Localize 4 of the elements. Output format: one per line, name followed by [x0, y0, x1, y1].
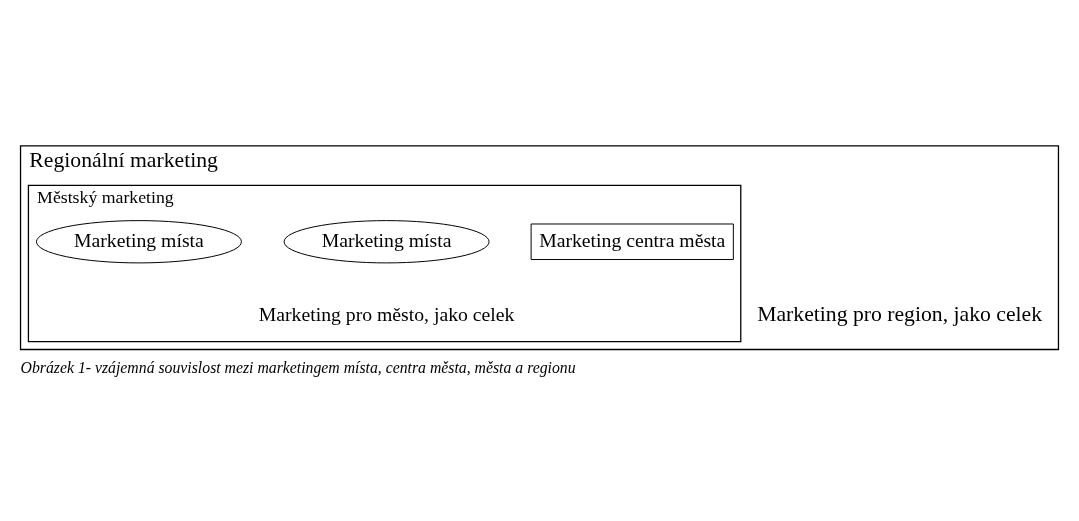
- node-ellipse: Marketing místa: [283, 220, 490, 264]
- caption: Obrázek 1- vzájemná souvislost mezi marketingem místa, centra města, města a regionu: [20, 358, 576, 376]
- node-ellipse: Marketing místa: [35, 220, 242, 264]
- node-box: Marketing centra města: [530, 223, 734, 260]
